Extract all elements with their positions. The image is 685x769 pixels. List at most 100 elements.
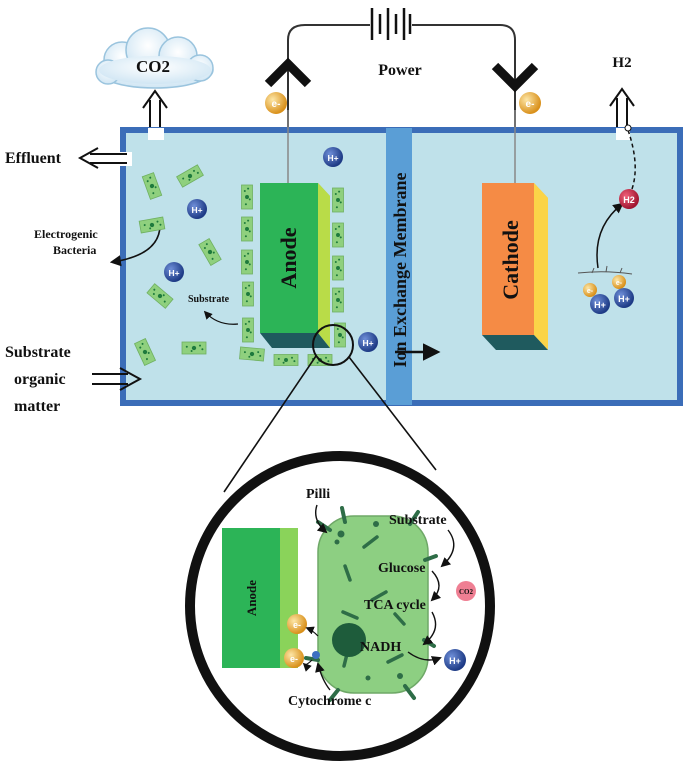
proton: H+	[358, 332, 378, 352]
substrate-to-glucose-arrow	[440, 529, 455, 568]
free-bacterium	[141, 172, 163, 200]
biofilm-bacterium	[241, 216, 253, 242]
effluent-label: Effluent	[5, 150, 62, 167]
cathode-electron-1: e-	[583, 283, 597, 297]
nadh-to-proton-arrow	[407, 651, 442, 666]
svg-text:e-: e-	[616, 280, 623, 287]
free-bacterium	[198, 238, 222, 266]
zoom-proton: H+	[444, 649, 466, 671]
h2-formation: H2 e- e- H+ H+	[577, 124, 639, 314]
cathode-electrode: Cathode	[482, 110, 548, 350]
zoom-anode-label: Anode	[244, 580, 259, 616]
chevron-down-icon	[491, 62, 539, 93]
cell-nucleoid	[332, 623, 366, 657]
zoom-electron-1: e-	[287, 614, 307, 634]
svg-text:H+: H+	[449, 656, 461, 666]
electron-left: e-	[265, 92, 287, 114]
biofilm-bacterium	[273, 354, 299, 366]
electrogenic-bacteria-label: Electrogenic Bacteria	[34, 227, 101, 257]
zoom-electron-2: e-	[284, 648, 304, 668]
svg-text:H+: H+	[594, 300, 606, 310]
free-bacterium	[239, 346, 265, 362]
svg-text:e-: e-	[293, 620, 301, 630]
h2-formation-arrow	[596, 202, 624, 269]
effluent-arrow	[77, 147, 127, 169]
co2-label: CO2	[136, 57, 170, 76]
svg-text:e-: e-	[272, 99, 281, 110]
biofilm-bacterium	[241, 249, 253, 275]
co2-cloud: CO2	[95, 27, 214, 89]
chevron-up-icon	[264, 57, 312, 88]
co2-small-molecule: CO2	[456, 581, 476, 601]
free-bacterium	[138, 216, 166, 234]
zoom-anode-block	[222, 528, 280, 668]
ion-exchange-membrane: Ion Exchange Membrane	[386, 128, 412, 405]
zoom-source-circle	[312, 324, 354, 366]
svg-text:H+: H+	[362, 338, 373, 348]
anode-electrode: Anode	[260, 110, 330, 348]
power-label: Power	[378, 62, 422, 79]
zoom-callout: Anode Pilli Substrate Glucose TCA cycle	[185, 324, 495, 761]
electron-right: e-	[519, 92, 541, 114]
biofilm-bacterium	[332, 222, 344, 248]
cathode-wire	[412, 24, 516, 185]
svg-text:e-: e-	[290, 654, 298, 664]
svg-text:H+: H+	[168, 268, 179, 278]
svg-text:CO2: CO2	[459, 588, 474, 596]
substrate-small-label: Substrate	[188, 294, 230, 305]
substrate-consumption-arrow	[203, 310, 239, 325]
cathode-proton-2: H+	[614, 288, 634, 308]
free-bacterium	[176, 164, 204, 188]
biofilm-bacterium	[332, 187, 344, 213]
biofilm-bacterium	[242, 281, 254, 307]
cytochrome-pointer	[315, 662, 331, 691]
svg-text:H+: H+	[191, 205, 202, 215]
pilli-label: Pilli	[306, 487, 330, 502]
svg-text:e-: e-	[526, 99, 535, 110]
nadh-label: NADH	[360, 640, 401, 655]
svg-text:H2: H2	[623, 195, 635, 205]
glucose-label: Glucose	[378, 561, 425, 576]
membrane-label: Ion Exchange Membrane	[390, 172, 410, 367]
tca-to-nadh-arrow	[422, 611, 437, 646]
zoom-anode-side	[280, 528, 298, 668]
bacterial-cell	[304, 506, 438, 702]
cytochrome-c-label: Cytochrome c	[288, 694, 371, 709]
co2-outlet	[148, 128, 164, 140]
cathode-proton-1: H+	[590, 294, 610, 314]
anode-label: Anode	[276, 227, 301, 288]
protons-group: H+ H+ H+ H+	[164, 147, 378, 352]
substrate-inlet-arrow	[92, 367, 143, 391]
biofilm-bacteria-group	[241, 184, 346, 366]
cathode-label: Cathode	[498, 220, 523, 300]
pilli-pointer	[314, 504, 328, 534]
free-bacteria-group	[133, 164, 265, 366]
zoom-substrate-label: Substrate	[389, 513, 447, 528]
svg-text:H+: H+	[327, 153, 338, 163]
tca-cycle-label: TCA cycle	[364, 598, 426, 613]
free-bacterium	[133, 338, 157, 366]
svg-text:H+: H+	[618, 294, 630, 304]
svg-text:e-: e-	[587, 288, 594, 295]
cathode-electron-2: e-	[612, 275, 626, 289]
proton: H+	[187, 199, 207, 219]
glucose-to-tca-arrow	[430, 570, 442, 602]
free-bacterium	[146, 283, 174, 309]
biofilm-bacterium	[332, 255, 344, 281]
h2-molecule: H2	[619, 189, 639, 209]
biofilm-bacterium	[241, 184, 253, 210]
proton: H+	[323, 147, 343, 167]
biofilm-bacterium	[242, 317, 254, 343]
biofilm-bacterium	[334, 322, 346, 348]
membrane-bar	[386, 128, 412, 405]
cytochrome-c-dot	[312, 651, 320, 659]
anode-wire	[287, 24, 370, 165]
power-circuit: Power e- e-	[264, 8, 541, 185]
bacteria-pointer-arrow	[109, 224, 161, 267]
biofilm-bacterium	[332, 287, 344, 313]
proton: H+	[164, 262, 184, 282]
free-bacterium	[181, 341, 207, 355]
substrate-organic-label: Substrate organic matter	[5, 344, 75, 415]
